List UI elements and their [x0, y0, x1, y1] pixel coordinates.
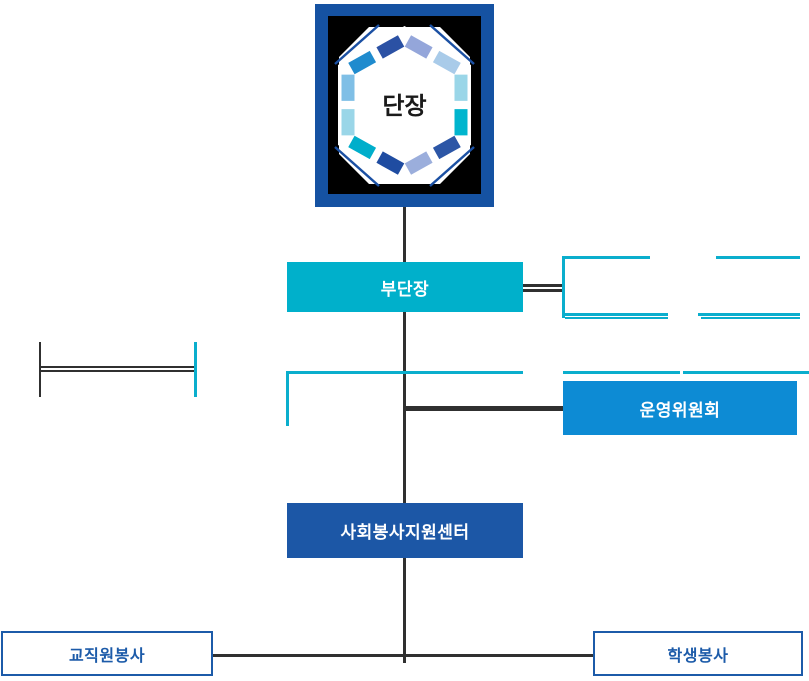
node-faculty-service: 교직원봉사: [1, 631, 213, 676]
connector-bottom-horizontal: [213, 654, 593, 657]
center-placeholder-top: [286, 371, 523, 374]
right-placeholder1-bottom-a: [562, 313, 668, 316]
node-support-center-label: 사회봉사지원센터: [340, 523, 470, 542]
right-placeholder1-top: [562, 256, 650, 259]
node-vice-director-label: 부단장: [380, 279, 430, 299]
node-support-center: 사회봉사지원센터: [287, 503, 523, 558]
connector-support-to-bottom: [403, 558, 406, 663]
node-faculty-service-label: 교직원봉사: [68, 647, 146, 665]
node-operating-committee: 운영위원회: [563, 381, 797, 435]
committee-placeholder-top-a: [563, 371, 680, 374]
node-operating-committee-label: 운영위원회: [639, 400, 721, 420]
node-vice-director: 부단장: [287, 262, 523, 312]
org-logo-hexagon: 단장: [315, 4, 494, 207]
right-placeholder2-bottom-a: [698, 313, 800, 316]
root-node-label: 단장: [382, 93, 426, 120]
left-placeholder-mid-line-b: [39, 370, 195, 372]
committee-placeholder-top-b: [683, 371, 809, 374]
right-placeholder2-top: [716, 256, 800, 259]
connector-root-to-vice: [403, 207, 406, 263]
right-placeholder2-bottom-b: [701, 317, 800, 319]
node-student-service-label: 학생봉사: [667, 647, 729, 665]
left-placeholder-left-edge: [39, 342, 41, 397]
center-placeholder-left: [286, 371, 289, 426]
connector-to-committee: [404, 406, 563, 411]
right-placeholder1-bottom-b: [565, 317, 668, 319]
right-placeholder1-left: [562, 256, 565, 318]
left-placeholder-mid-line-a: [39, 366, 195, 368]
connector-vice-right-lower: [522, 289, 563, 292]
node-student-service: 학생봉사: [593, 631, 803, 676]
left-placeholder-right-edge: [194, 342, 197, 397]
connector-vice-right-upper: [522, 284, 563, 287]
